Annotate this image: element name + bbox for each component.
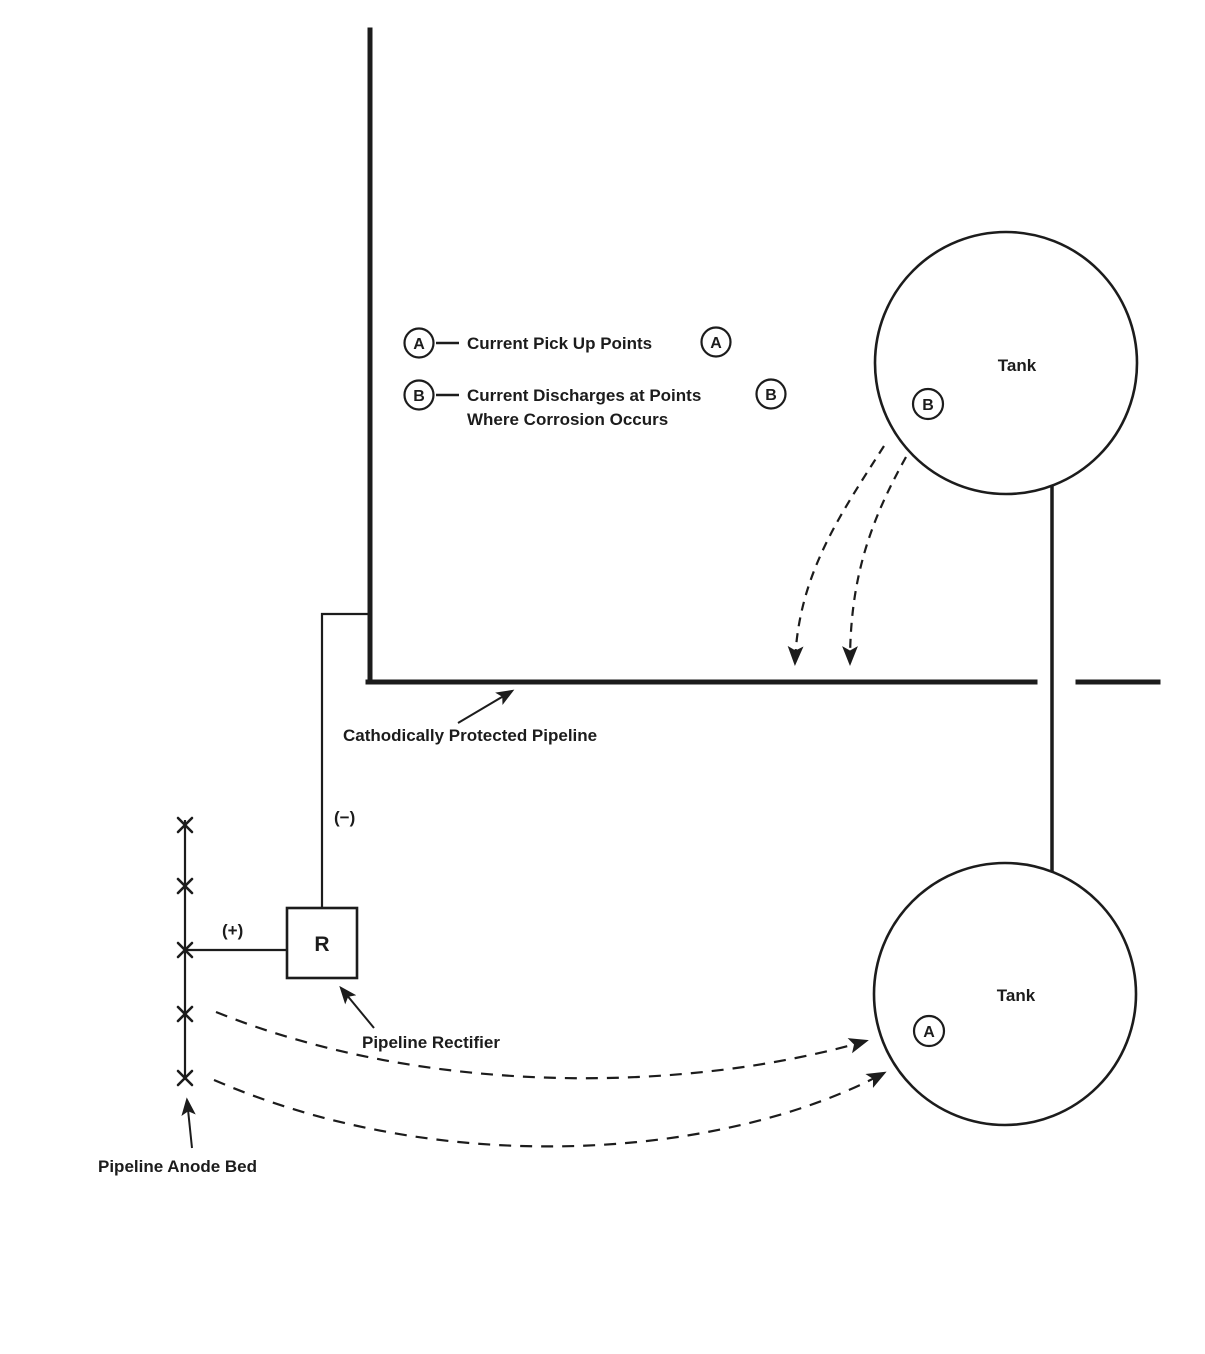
rectifier-box (285, 906, 359, 980)
current-discharge-arrows (787, 445, 907, 666)
tank-bottom-point-a-letter: A (923, 1024, 935, 1041)
legend-b-end-letter: B (765, 387, 777, 404)
legend-item-a: A Current Pick Up Points A (403, 326, 732, 359)
pipeline-callout-arrow (457, 689, 515, 724)
tank-bottom-circle (872, 861, 1138, 1127)
anode-x-icon (176, 941, 194, 959)
anode-bed: Pipeline Anode Bed (98, 816, 257, 1176)
legend-a-end-circle (700, 326, 732, 358)
tank-bottom-label: Tank (997, 986, 1036, 1005)
legend-b-text-line2: Where Corrosion Occurs (467, 410, 668, 429)
discharge-arrow-left (787, 445, 885, 666)
legend-item-b: B Current Discharges at Points B Where C… (403, 378, 787, 429)
pickup-arrow-upper (215, 1010, 869, 1080)
positive-label: (+) (222, 921, 243, 940)
anode-marks (176, 816, 194, 1087)
anode-bed-callout-arrow (181, 1097, 196, 1149)
rectifier-letter: R (314, 933, 329, 956)
tank-bottom-point-a-circle (912, 1014, 946, 1048)
tank-top-point-b-letter: B (922, 397, 934, 414)
pipeline-callout: Cathodically Protected Pipeline (343, 689, 597, 745)
tank-top-label: Tank (998, 356, 1037, 375)
tank-top: Tank B (873, 230, 1139, 496)
legend-a-circle (403, 327, 435, 359)
legend-b-circle (403, 379, 435, 411)
anode-x-icon (176, 1005, 194, 1023)
legend-a-letter: A (413, 336, 425, 353)
protected-pipeline (365, 27, 1161, 685)
rectifier-callout-label: Pipeline Rectifier (362, 1033, 500, 1052)
legend-a-end-letter: A (710, 335, 722, 352)
tank-top-circle (873, 230, 1139, 496)
anode-bed-callout-label: Pipeline Anode Bed (98, 1157, 257, 1176)
tank-top-point-b-circle (911, 387, 945, 421)
legend-b-end-circle (755, 378, 787, 410)
tank-bottom: Tank A (872, 861, 1138, 1127)
pipeline-callout-label: Cathodically Protected Pipeline (343, 726, 597, 745)
legend-b-text-line1: Current Discharges at Points (467, 386, 701, 405)
anode-x-icon (176, 1069, 194, 1087)
legend-a-text: Current Pick Up Points (467, 334, 652, 353)
negative-label: (−) (334, 808, 355, 827)
legend-b-letter: B (413, 388, 425, 405)
negative-wire (320, 612, 368, 909)
legend: A Current Pick Up Points A B Current Dis… (403, 326, 787, 429)
anode-x-icon (176, 816, 194, 834)
anode-x-icon (176, 877, 194, 895)
rectifier-callout-arrow (339, 985, 375, 1029)
rectifier-assembly: (−) (+) R Pipeline Rectifier (185, 612, 500, 1052)
pickup-arrow-lower (213, 1071, 887, 1148)
current-pickup-arrows (213, 1010, 887, 1148)
